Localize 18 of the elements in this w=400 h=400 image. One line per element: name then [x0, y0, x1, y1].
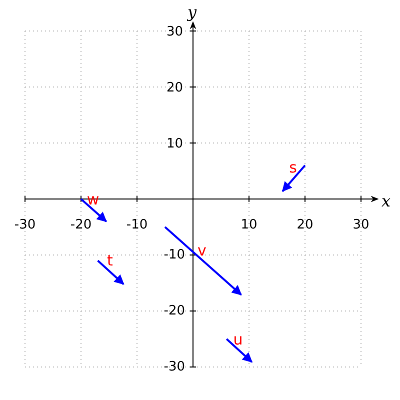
axis-label: x — [381, 194, 391, 208]
tick-label: 30 — [166, 24, 183, 40]
vector-label: s — [289, 160, 297, 176]
tick-label: 30 — [352, 218, 370, 232]
tick-label: -10 — [126, 218, 148, 232]
tick-label: 20 — [296, 218, 314, 232]
vector-label: t — [107, 254, 113, 268]
tick-label: 20 — [166, 80, 183, 96]
tick-label: -30 — [164, 360, 185, 374]
tick-label: 10 — [166, 136, 183, 152]
tick-label: -30 — [14, 218, 36, 232]
tick-label: 10 — [240, 218, 258, 232]
tick-label: -10 — [164, 248, 185, 262]
tick-label: -20 — [164, 304, 185, 318]
vector-label: u — [233, 332, 243, 348]
vector-label: v — [198, 244, 206, 258]
axis-label: y — [187, 4, 197, 20]
tick-label: -20 — [70, 218, 92, 232]
